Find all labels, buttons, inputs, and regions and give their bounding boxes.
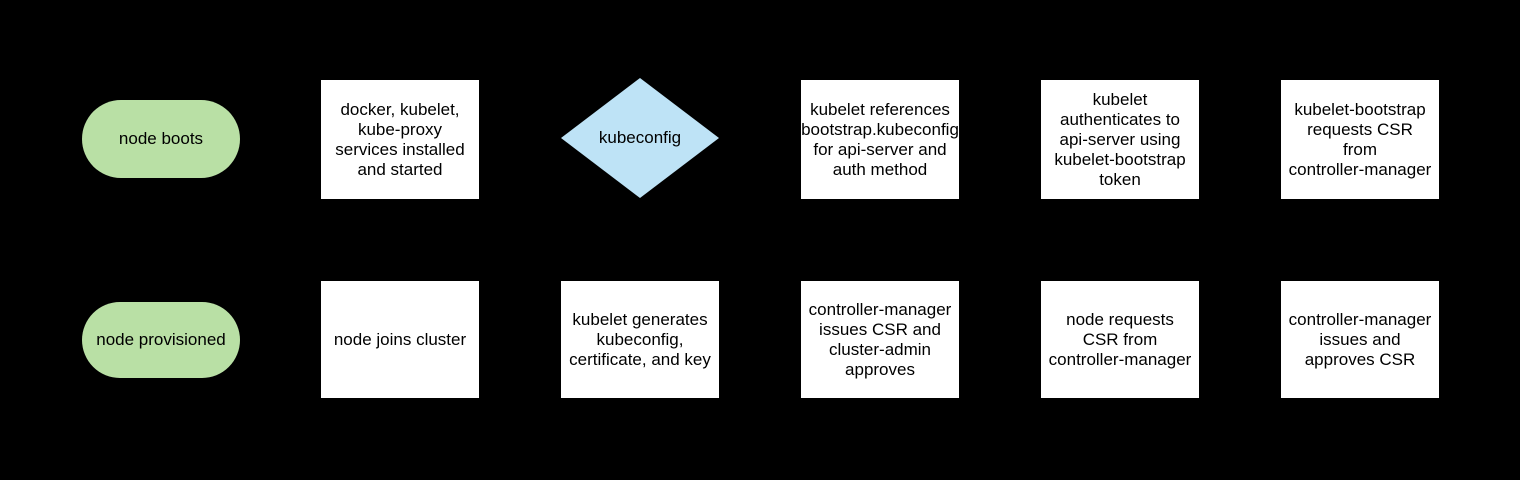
flow-node-docker-kubelet-kube-proxy-services: docker, kubelet, kube-proxy services ins… [321,80,479,199]
flow-node-node-joins-cluster: node joins cluster [321,281,479,398]
flow-node-kubelet-authenticates-to-api-server: kubelet authenticates to api-server usin… [1041,80,1199,199]
flow-node-node-provisioned: node provisioned [82,302,240,378]
flow-node-kubelet-bootstrap-requests-csr: kubelet-bootstrap requests CSR from cont… [1281,80,1439,199]
flow-node-label: kubelet references bootstrap.kubeconfig … [801,99,959,179]
flow-node-label: kubelet authenticates to api-server usin… [1054,89,1186,189]
flow-decision-kubeconfig: kubeconfig [561,78,719,198]
flow-node-label: docker, kubelet, kube-proxy services ins… [335,99,465,179]
flow-node-kubelet-references-bootstrap-kubeconfig: kubelet references bootstrap.kubeconfig … [801,80,959,199]
flow-node-kubelet-generates-kubeconfig: kubelet generates kubeconfig, certificat… [561,281,719,398]
flow-node-label: node requests CSR from controller-manage… [1048,309,1192,369]
flow-node-label: kubelet generates kubeconfig, certificat… [569,309,711,369]
flow-node-label: node boots [118,129,204,148]
flow-node-label: node joins cluster [333,329,467,349]
flow-node-controller-manager-issues-and-approves-csr: controller-manager issues and approves C… [1281,281,1439,398]
flow-node-label: kubeconfig [598,128,682,147]
flow-node-controller-manager-issues-csr-cluster-admin-approves: controller-manager issues CSR and cluste… [801,281,959,398]
flow-node-label: controller-manager issues CSR and cluste… [808,299,952,379]
flow-node-node-requests-csr: node requests CSR from controller-manage… [1041,281,1199,398]
flow-node-node-boots: node boots [82,100,240,178]
flow-node-label: controller-manager issues and approves C… [1288,309,1432,369]
flow-node-label: node provisioned [96,330,226,349]
flow-node-label: kubelet-bootstrap requests CSR from cont… [1288,99,1432,179]
